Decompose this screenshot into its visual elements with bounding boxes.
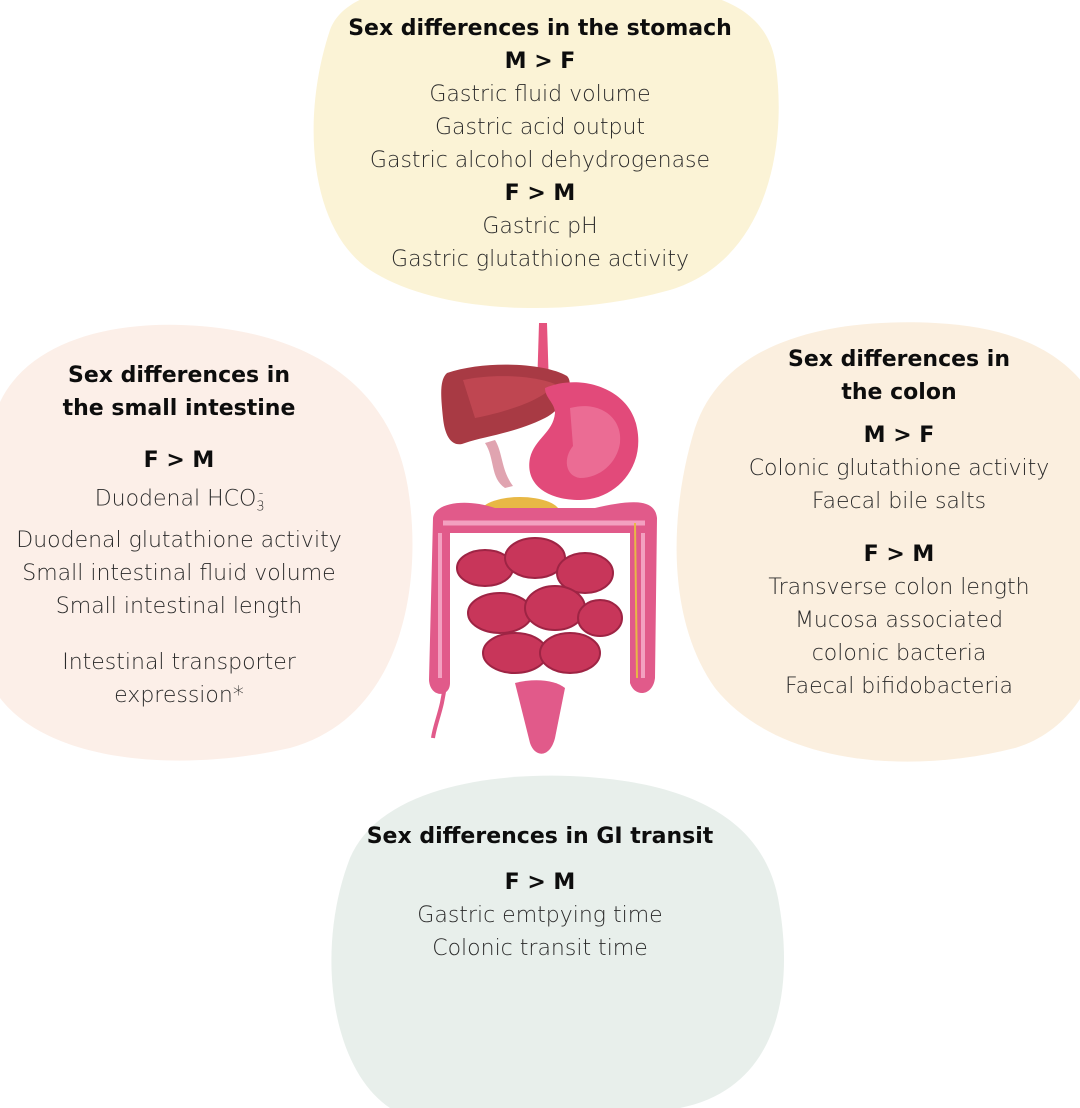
colon-blob [676, 322, 1080, 762]
stomach-panel: Sex differences in the stomach M > F Gas… [300, 12, 780, 276]
stomach-item: Gastric acid output [434, 115, 646, 140]
colon-item: Colonic glutathione activity [748, 456, 1050, 481]
small-intestine-item: Small intestinal length [55, 593, 303, 619]
transit-item: Colonic transit time [432, 936, 648, 961]
small-intestine-item-hco3: Duodenal HCO3- [0, 477, 358, 524]
colon-item: Mucosa associated [794, 608, 1004, 633]
transit-blob [331, 775, 785, 1108]
small-intestine-item: Duodenal glutathione activity [16, 527, 342, 553]
digestive-system-illustration [429, 323, 657, 754]
colon-item: Faecal bile salts [811, 489, 987, 514]
small-intestine-panel: Sex differences in the small intestine F… [0, 359, 358, 712]
stomach-item: Gastric fluid volume [429, 82, 651, 107]
small-intestine-extra-line2: expression* [114, 682, 244, 708]
colon-title-line2: the colon [841, 380, 957, 405]
transit-title: Sex differences in GI transit [366, 824, 714, 849]
hco3-prefix: Duodenal HCO [94, 486, 257, 512]
transit-panel: Sex differences in GI transit F > M Gast… [300, 820, 780, 965]
hco3-superscript: - [258, 486, 264, 501]
small-intestine-blob [0, 324, 413, 761]
small-intestine-extra-line1: Intestinal transporter [62, 649, 296, 675]
transit-item: Gastric emtpying time [417, 903, 663, 928]
stomach-comparison-m-gt-f: M > F [504, 49, 576, 74]
small-intestine-item: Small intestinal fluid volume [22, 560, 336, 586]
small-intestine-comparison: F > M [143, 448, 215, 473]
colon-item: Faecal bifidobacteria [784, 674, 1014, 699]
stomach-title: Sex differences in the stomach [348, 16, 732, 41]
stomach-blob [313, 0, 779, 308]
transit-comparison: F > M [504, 870, 576, 895]
colon-panel: Sex differences in the colon M > F Colon… [740, 343, 1058, 703]
colon-title-line1: Sex differences in [788, 347, 1010, 372]
colon-comparison-m-gt-f: M > F [863, 423, 935, 448]
stomach-item: Gastric glutathione activity [391, 247, 689, 272]
colon-item: Transverse colon length [768, 575, 1030, 600]
small-intestine-title-line2: the small intestine [62, 396, 296, 421]
hco3-subscript: 3 [256, 499, 265, 515]
stomach-comparison-f-gt-m: F > M [504, 181, 576, 206]
stomach-item: Gastric pH [482, 214, 598, 239]
small-intestine-title-line1: Sex differences in [68, 363, 290, 388]
colon-item: colonic bacteria [811, 641, 987, 666]
stomach-item: Gastric alcohol dehydrogenase [369, 148, 711, 173]
colon-comparison-f-gt-m: F > M [863, 542, 935, 567]
